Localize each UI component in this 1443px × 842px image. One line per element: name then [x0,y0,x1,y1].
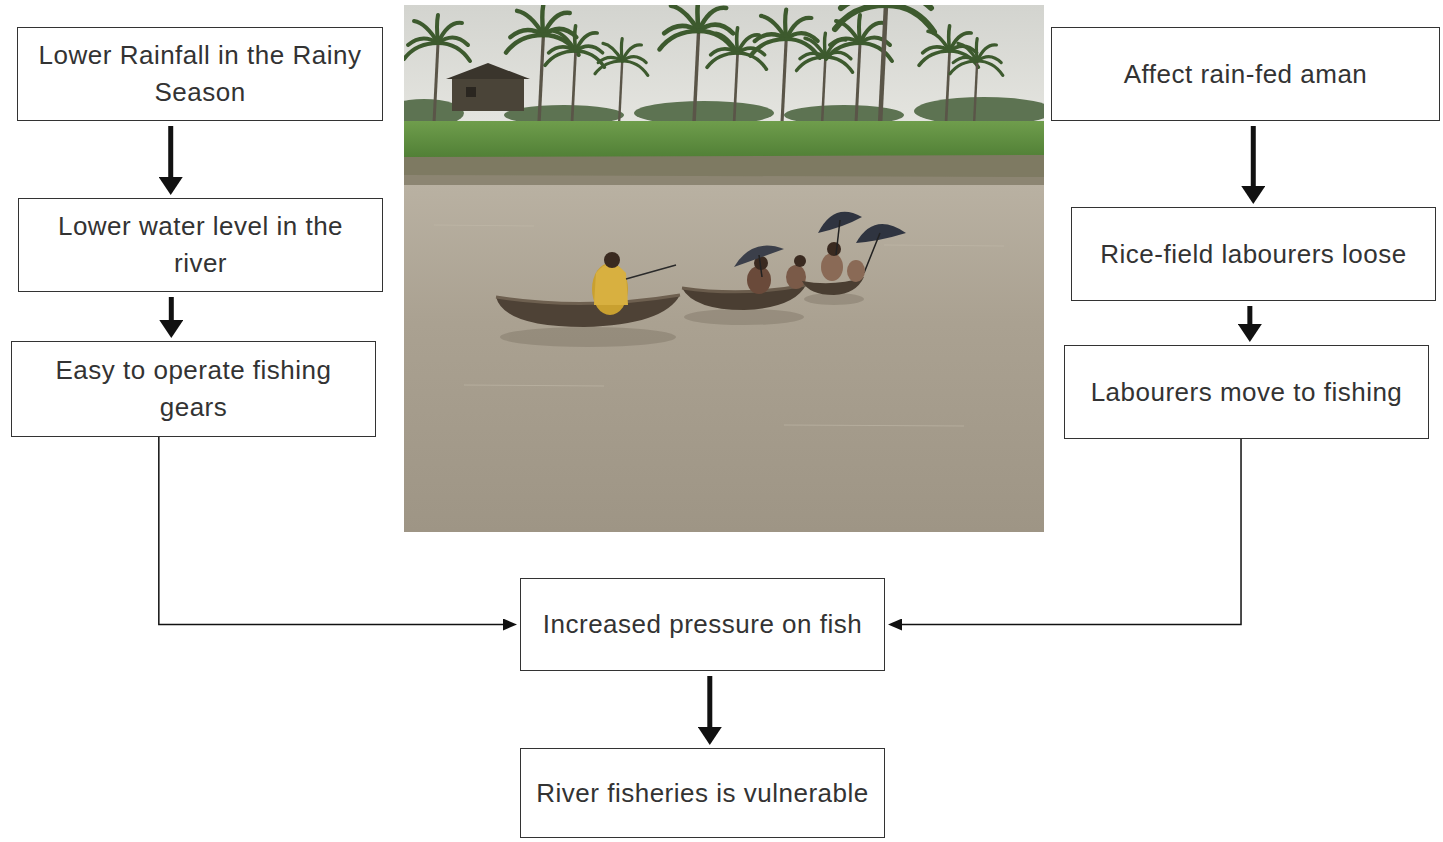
process-box: Easy to operate fishing gears [11,341,376,437]
arrow-connector [707,676,712,727]
arrow-connector [1247,306,1252,324]
box-text: Rice-field labourers loose [1100,236,1406,273]
process-box: Lower water level in the river [18,198,383,292]
process-box: Labourers move to fishing [1064,345,1429,439]
box-text: Easy to operate fishing gears [24,352,363,426]
arrow-connector [168,126,173,177]
arrow-connector [159,437,503,625]
box-text: Affect rain-fed aman [1124,56,1368,93]
box-text: River fisheries is vulnerable [536,775,868,812]
arrow-connector [169,297,174,320]
process-box: Affect rain-fed aman [1051,27,1440,121]
box-text: Labourers move to fishing [1091,374,1403,411]
process-box: River fisheries is vulnerable [520,748,885,838]
box-text: Increased pressure on fish [543,606,862,643]
process-box: Increased pressure on fish [520,578,885,671]
process-box: Rice-field labourers loose [1071,207,1436,301]
arrow-connector [902,439,1241,625]
box-text: Lower water level in the river [31,208,370,282]
arrow-connector [1251,126,1256,186]
process-box: Lower Rainfall in the Rainy Season [17,27,383,121]
box-text: Lower Rainfall in the Rainy Season [30,37,370,111]
river-fishing-photo [404,5,1044,532]
